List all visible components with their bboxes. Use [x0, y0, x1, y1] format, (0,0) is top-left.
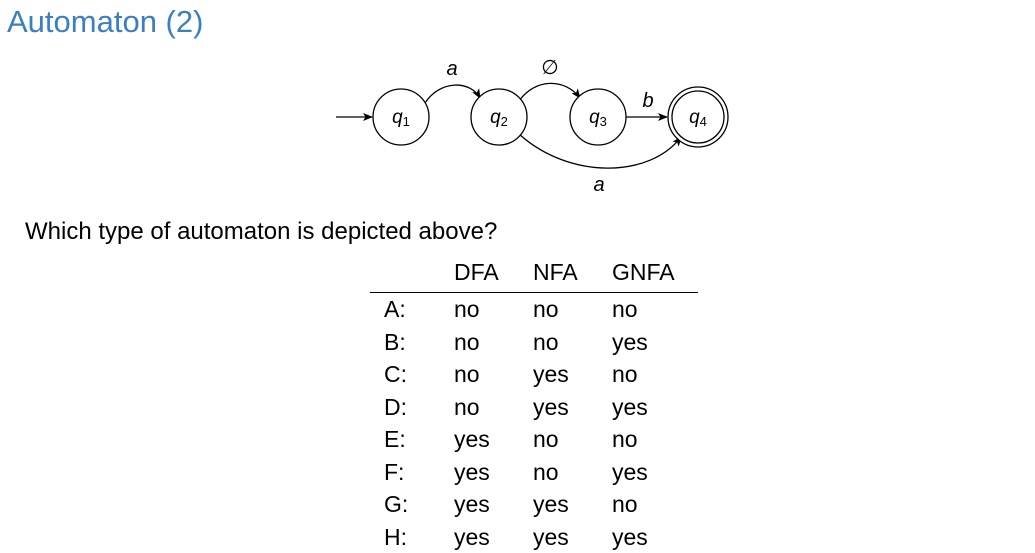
- option-key: H:: [370, 521, 454, 553]
- option-key: E:: [370, 423, 454, 456]
- cell-dfa: no: [454, 391, 533, 424]
- cell-dfa: yes: [454, 488, 533, 521]
- option-key: G:: [370, 488, 454, 521]
- cell-gnfa: no: [612, 293, 698, 326]
- option-key: C:: [370, 358, 454, 391]
- cell-dfa: yes: [454, 521, 533, 553]
- cell-nfa: no: [533, 456, 612, 489]
- answer-table: DFA NFA GNFA A: no no no B: no no yes C:…: [370, 256, 698, 553]
- table-row: A: no no no: [370, 293, 698, 326]
- transition-label-q1-q2: a: [446, 58, 457, 80]
- transition-q2-q3: [519, 83, 580, 101]
- cell-nfa: yes: [533, 358, 612, 391]
- cell-nfa: no: [533, 293, 612, 326]
- cell-gnfa: yes: [612, 521, 698, 553]
- cell-nfa: yes: [533, 391, 612, 424]
- state-q1: q1: [373, 89, 429, 145]
- transition-q1-q2: [425, 85, 480, 103]
- header-gnfa: GNFA: [612, 256, 698, 293]
- cell-gnfa: no: [612, 358, 698, 391]
- table-header-row: DFA NFA GNFA: [370, 256, 698, 293]
- state-q3: q3: [570, 89, 626, 145]
- cell-dfa: no: [454, 326, 533, 359]
- header-dfa: DFA: [454, 256, 533, 293]
- transition-label-q2-q4: a: [593, 174, 604, 196]
- state-q2: q2: [471, 89, 527, 145]
- table-row: G: yes yes no: [370, 488, 698, 521]
- option-key: D:: [370, 391, 454, 424]
- cell-dfa: no: [454, 358, 533, 391]
- cell-gnfa: yes: [612, 326, 698, 359]
- cell-dfa: no: [454, 293, 533, 326]
- cell-dfa: yes: [454, 456, 533, 489]
- table-row: D: no yes yes: [370, 391, 698, 424]
- cell-gnfa: yes: [612, 391, 698, 424]
- cell-nfa: yes: [533, 488, 612, 521]
- cell-gnfa: no: [612, 423, 698, 456]
- option-key: B:: [370, 326, 454, 359]
- transition-label-q2-q3: ∅: [541, 57, 558, 79]
- table-row: E: yes no no: [370, 423, 698, 456]
- cell-nfa: yes: [533, 521, 612, 553]
- state-q4-accept: q4: [668, 87, 728, 147]
- cell-nfa: no: [533, 423, 612, 456]
- table-row: H: yes yes yes: [370, 521, 698, 553]
- table-row: F: yes no yes: [370, 456, 698, 489]
- cell-gnfa: yes: [612, 456, 698, 489]
- option-key: A:: [370, 293, 454, 326]
- header-key: [370, 256, 454, 293]
- automaton-diagram: a ∅ b a q1 q2 q3 q4: [0, 0, 1035, 210]
- cell-nfa: no: [533, 326, 612, 359]
- question-text: Which type of automaton is depicted abov…: [25, 216, 497, 248]
- option-key: F:: [370, 456, 454, 489]
- table-row: C: no yes no: [370, 358, 698, 391]
- cell-gnfa: no: [612, 488, 698, 521]
- transition-label-q3-q4: b: [642, 90, 653, 112]
- header-nfa: NFA: [533, 256, 612, 293]
- cell-dfa: yes: [454, 423, 533, 456]
- table-row: B: no no yes: [370, 326, 698, 359]
